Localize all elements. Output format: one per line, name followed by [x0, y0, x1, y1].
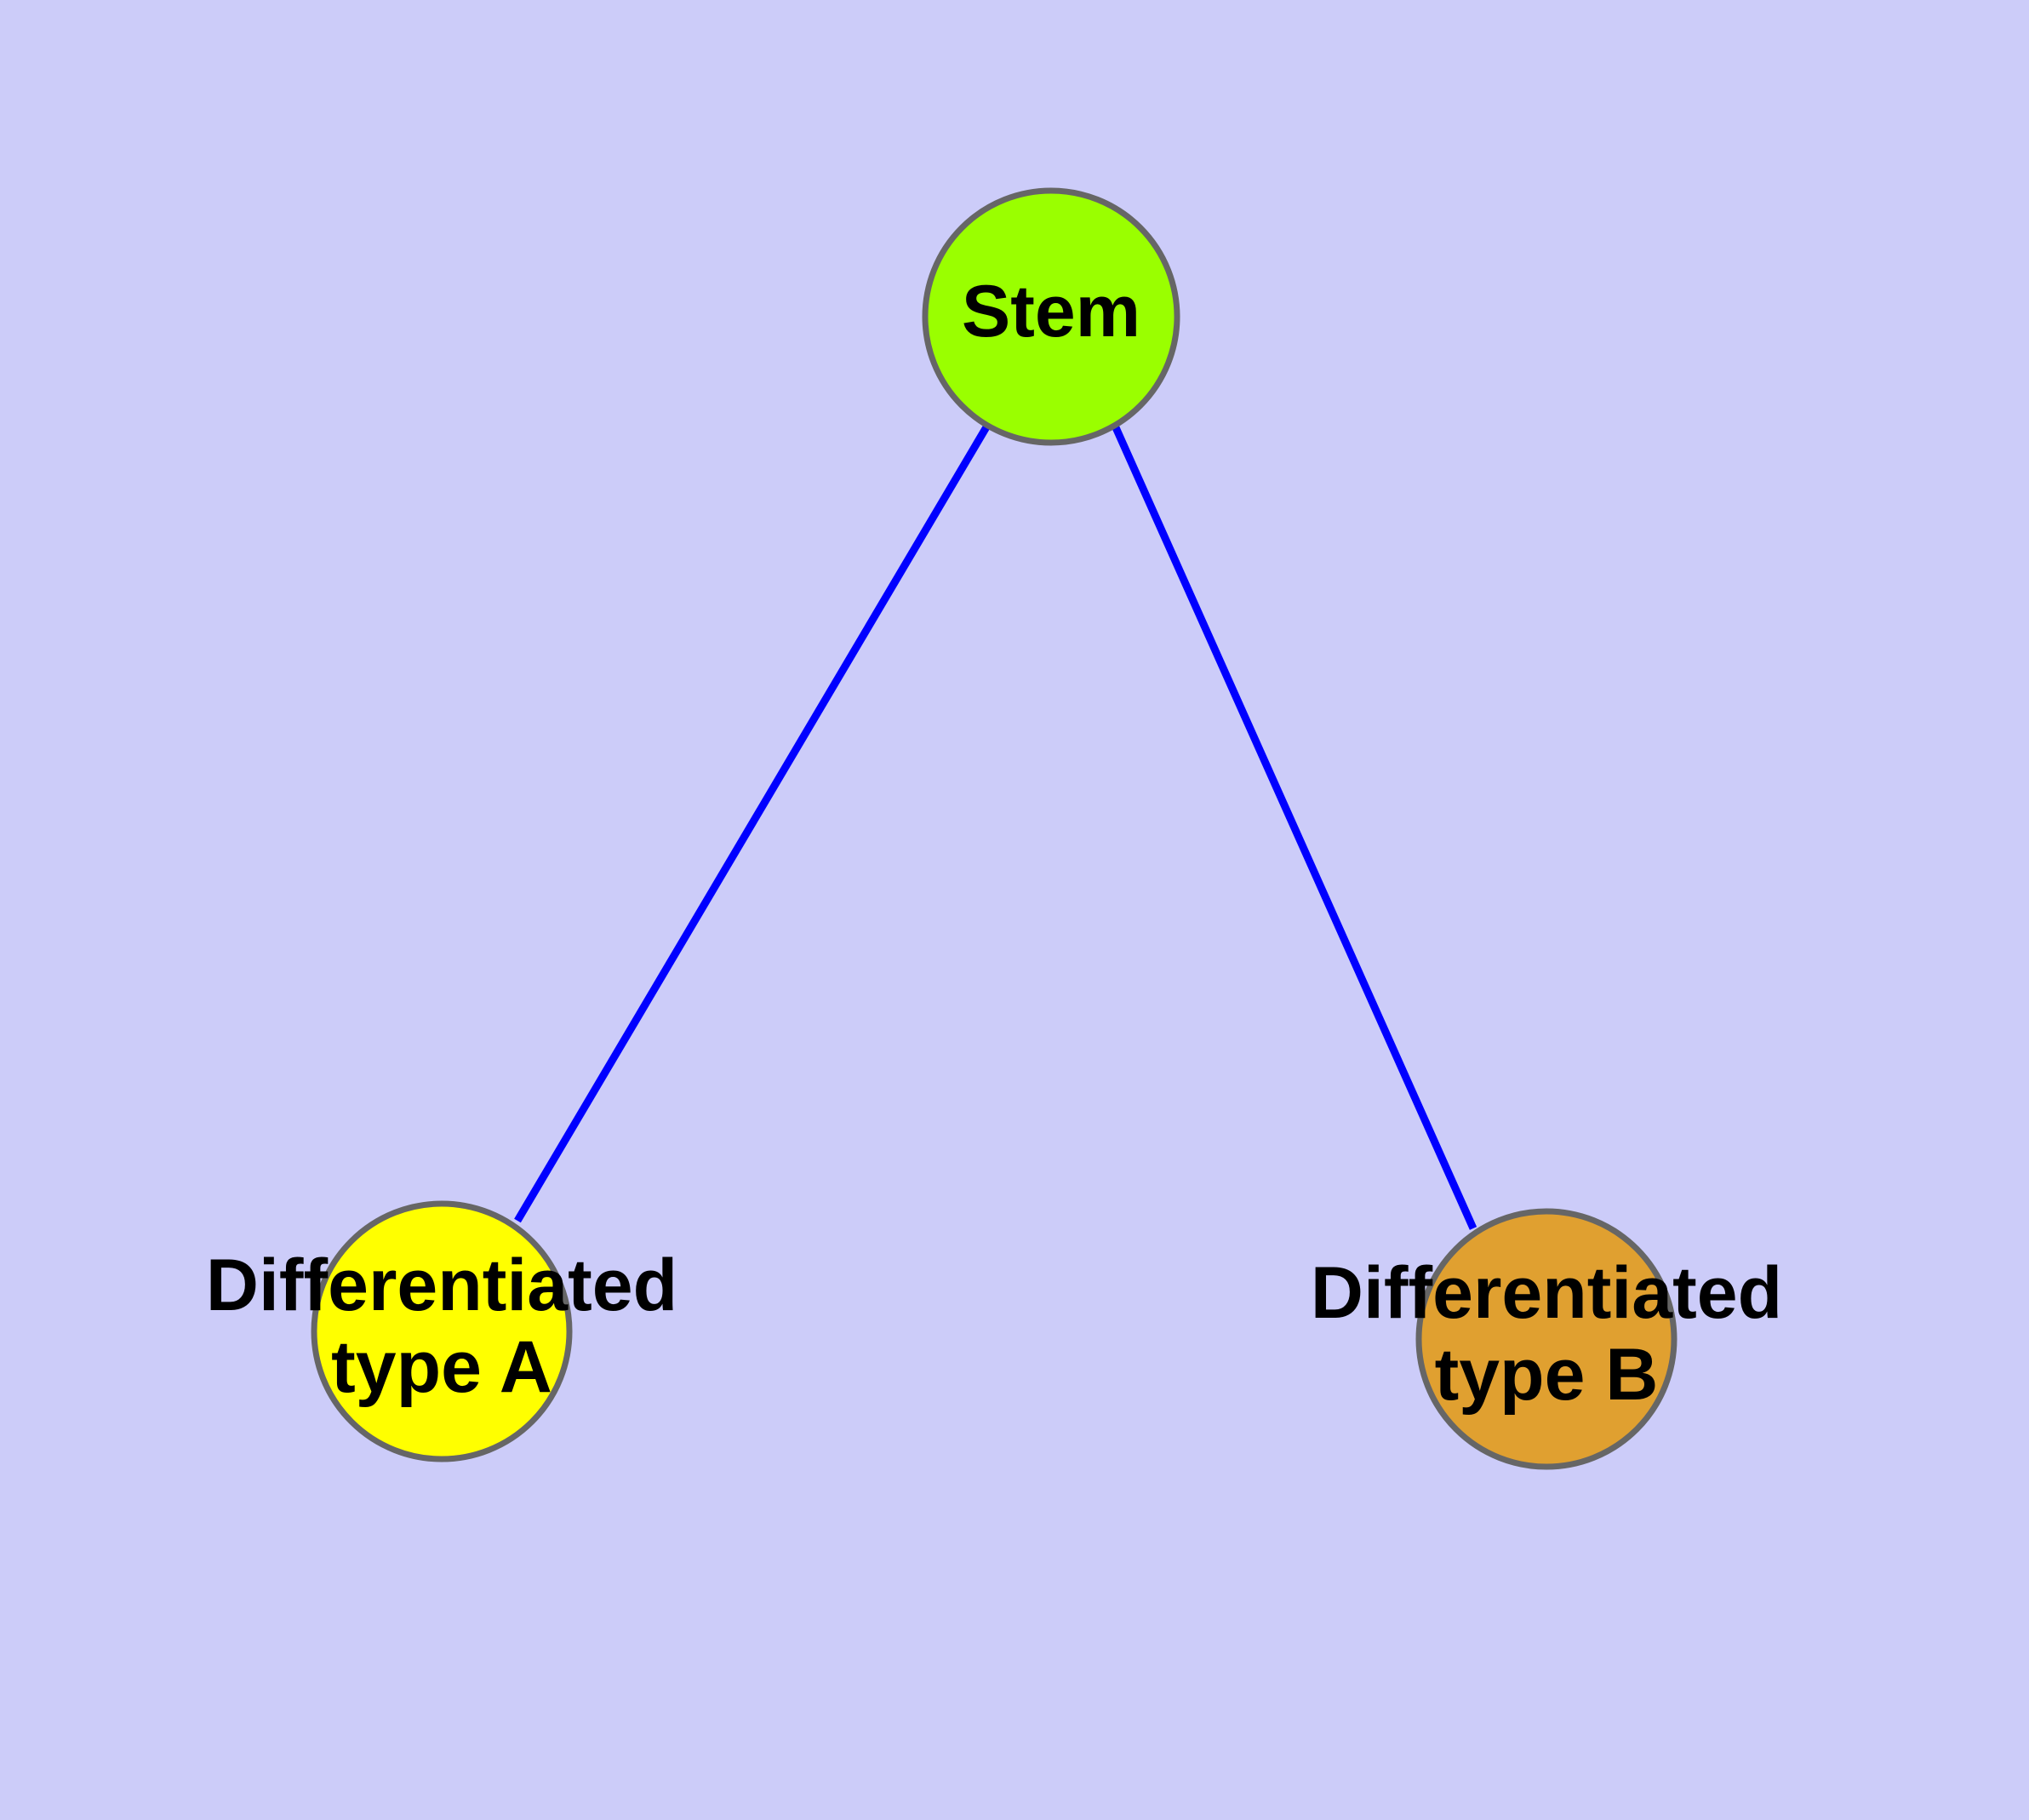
- node-stem-circle[interactable]: [922, 187, 1180, 446]
- edge-stem-to-differentiated-type-a[interactable]: [514, 423, 991, 1223]
- node-label-line: Differentiated: [206, 1245, 677, 1326]
- node-label-line: type A: [331, 1326, 552, 1408]
- node-stem-label: Stem: [962, 271, 1140, 352]
- edges-group: [514, 423, 1477, 1230]
- node-label-line: Stem: [962, 271, 1140, 352]
- edge-stem-to-differentiated-type-b[interactable]: [1111, 424, 1477, 1230]
- node-differentiated-type-b-circle[interactable]: [1415, 1208, 1677, 1470]
- node-label-line: Differentiated: [1311, 1252, 1782, 1334]
- node-label-line: type B: [1435, 1334, 1659, 1416]
- node-differentiated-type-a-circle[interactable]: [311, 1200, 573, 1462]
- nodes-group: [311, 187, 1677, 1470]
